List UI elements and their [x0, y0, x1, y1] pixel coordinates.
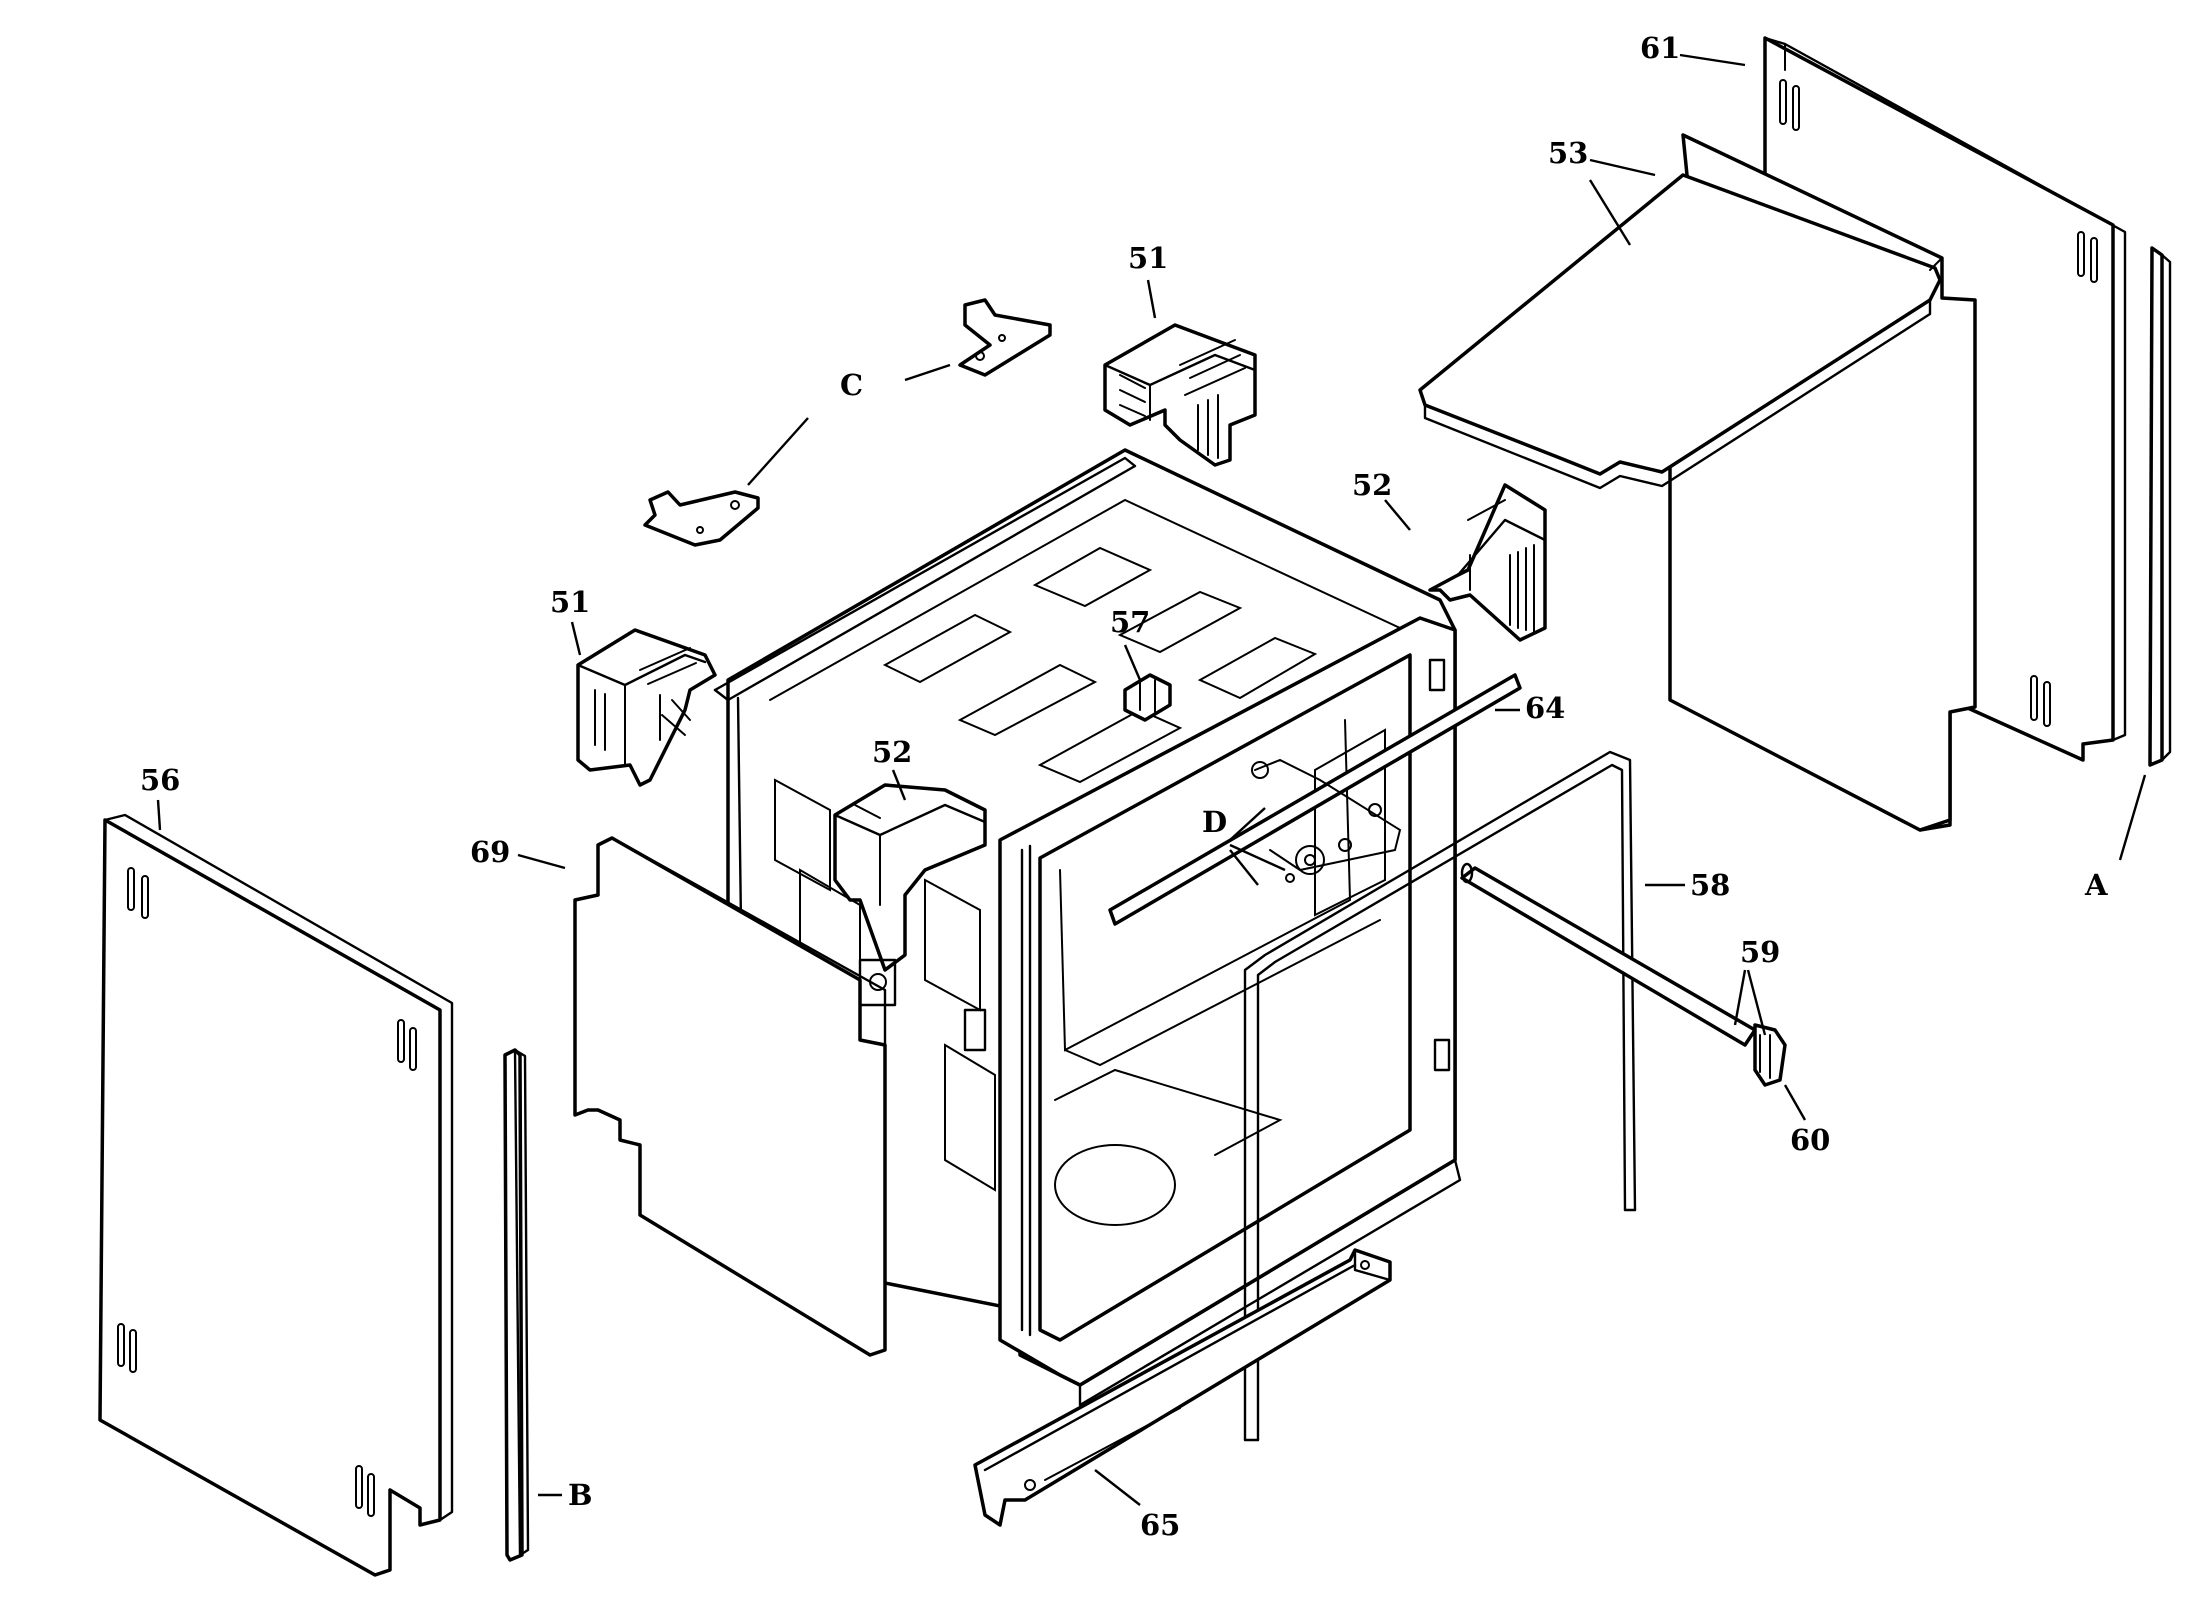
part-b-edge-strip: [503, 1048, 530, 1562]
callout-69: 69: [470, 835, 510, 869]
part-51-bracket-top: [1103, 323, 1257, 467]
leader-d-c: [1229, 849, 1259, 886]
leader-60: [1783, 1084, 1807, 1121]
part-58-gasket: [1243, 750, 1637, 1442]
callout-60: 60: [1790, 1123, 1830, 1157]
leader-59a: [1746, 969, 1767, 1036]
part-52-bracket-right: [1428, 483, 1547, 642]
leader-65: [1094, 1469, 1141, 1506]
callout-52-right: 52: [1352, 468, 1392, 502]
leader-53b: [1588, 179, 1632, 246]
part-56-left-side-panel: [98, 813, 454, 1577]
dishwasher-tub: [713, 448, 1462, 1407]
leader-69: [517, 853, 566, 870]
callout-52-center: 52: [872, 735, 912, 769]
callout-61: 61: [1640, 31, 1680, 65]
leader-d-b: [1229, 843, 1286, 872]
callout-58: 58: [1690, 868, 1730, 902]
callout-56: 56: [140, 763, 180, 797]
callout-51-left: 51: [550, 585, 590, 619]
callout-53: 53: [1548, 136, 1588, 170]
callout-59: 59: [1740, 935, 1780, 969]
leader-61: [1679, 53, 1746, 67]
callout-b: B: [568, 1478, 593, 1512]
leader-53a: [1589, 158, 1656, 177]
part-65-kick-rail: [973, 1248, 1392, 1527]
leader-52-right: [1384, 499, 1411, 531]
leader-51-left: [570, 621, 582, 656]
part-69-panel: [573, 836, 897, 1357]
leader-56: [156, 799, 162, 831]
callout-c: C: [840, 368, 863, 402]
leader-lines: [156, 53, 2147, 1506]
leader-57: [1123, 644, 1142, 681]
part-53-insulation-board: [1418, 133, 1977, 832]
callout-a: A: [2084, 868, 2108, 902]
leader-a: [2118, 774, 2147, 861]
part-60-end-cap: [1753, 1023, 1787, 1087]
part-a-edge-strip: [2148, 246, 2172, 767]
part-57-clip: [1123, 673, 1172, 722]
leader-d-a: [1229, 807, 1266, 841]
callout-d: D: [1202, 805, 1227, 839]
leader-51-top: [1146, 279, 1157, 319]
callout-57: 57: [1110, 605, 1150, 639]
part-52-bracket-center: [833, 783, 987, 972]
leader-52-center: [891, 769, 907, 801]
leader-c-bottom: [747, 417, 809, 486]
part-51-bracket-left: [576, 628, 717, 787]
part-c-brackets: [643, 298, 1052, 547]
callout-64: 64: [1525, 691, 1565, 725]
leader-59b: [1733, 969, 1747, 1026]
callout-65: 65: [1140, 1508, 1180, 1542]
callout-51-top: 51: [1128, 241, 1168, 275]
leader-c-top: [904, 363, 951, 382]
part-64-rail: [1108, 673, 1522, 926]
callout-labels: 61 53 51 C 52 51 57 64 56 52 69 D 58 A 5…: [140, 31, 2108, 1542]
